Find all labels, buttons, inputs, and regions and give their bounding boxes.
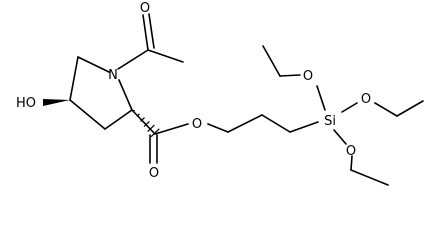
- bond-ch2-alpha: [104, 109, 133, 130]
- bond-acetyl-carbon-oxygen-double: [148, 13, 155, 49]
- bond-ring-ch2-choh: [69, 56, 79, 101]
- bonds: [69, 13, 424, 186]
- bond-n-ring-ch2: [77, 56, 110, 73]
- bond-acetyl-carbon-oxygen: [142, 14, 149, 51]
- bond-ch2-2-ch2-3: [261, 114, 291, 133]
- bond-ethoxy-2-ch2-ch3: [396, 100, 424, 117]
- atom-hydroxyl: HO: [16, 96, 36, 111]
- bond-si-ethoxy-2-oxygen: [341, 102, 358, 113]
- bond-si-ethoxy-1-oxygen: [316, 85, 326, 111]
- bond-ethoxy-3-ch2-ch3: [350, 169, 389, 186]
- bond-ethoxy-2-oxygen-ch2: [374, 102, 398, 117]
- bond-ethoxy-1-ch2-ch3: [262, 45, 281, 77]
- chemical-structure: N O HO O O Si O O O: [16, 1, 424, 186]
- atom-labels: N O HO O O Si O O O: [16, 1, 371, 181]
- bond-ethoxy-1-oxygen-ch2: [279, 74, 301, 77]
- bond-ch2-3-si: [289, 121, 319, 133]
- atom-ethoxy-2-oxygen: O: [361, 92, 371, 107]
- bond-alpha-n: [118, 79, 133, 111]
- atom-ester-carbonyl-oxygen: O: [149, 166, 159, 181]
- atom-nitrogen: N: [108, 68, 118, 83]
- bond-n-acetyl-carbon: [117, 49, 149, 70]
- bond-ch2-1-ch2-2: [227, 114, 263, 133]
- atom-ester-oxygen: O: [192, 117, 202, 132]
- atom-ethoxy-1-oxygen: O: [303, 69, 313, 84]
- bond-ethoxy-3-oxygen-ch2: [350, 155, 353, 171]
- hashed-bond-ester: [132, 109, 160, 138]
- bond-alpha-carbonyl-carbon: [131, 109, 156, 135]
- bond-si-ethoxy-3-oxygen: [333, 129, 347, 145]
- wedge-bond-hydroxyl: [43, 99, 70, 106]
- atom-acetyl-oxygen: O: [140, 1, 150, 16]
- atom-silicon: Si: [324, 114, 336, 129]
- bond-acetyl-carbon-methyl: [147, 49, 184, 63]
- atom-ethoxy-3-oxygen: O: [346, 144, 356, 159]
- bond-choh-ch2: [69, 99, 106, 130]
- bond-carbonyl-ester-oxygen: [154, 123, 189, 135]
- bond-ester-oxygen-ch2-1: [207, 123, 229, 133]
